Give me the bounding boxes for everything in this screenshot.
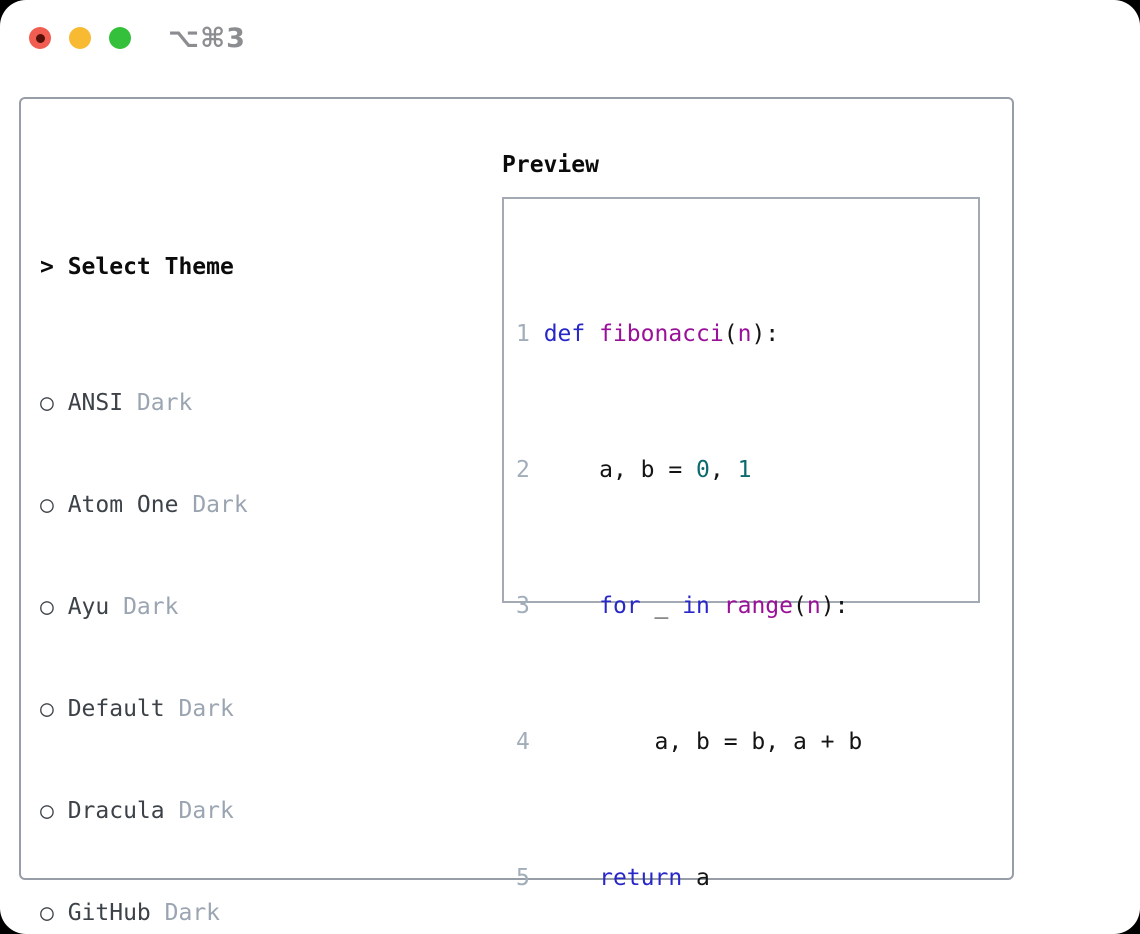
code-token: return xyxy=(599,865,683,891)
code-token: 0 xyxy=(696,457,710,483)
record-dot-icon xyxy=(35,33,45,43)
line-number: 5 xyxy=(516,865,530,891)
theme-option-ansi-dark[interactable]: ○ ANSI Dark xyxy=(40,386,480,420)
code-token: range xyxy=(723,593,793,619)
theme-name: GitHub xyxy=(67,900,151,926)
code-token xyxy=(710,593,724,619)
close-button[interactable] xyxy=(29,27,51,49)
radio-icon: ○ xyxy=(40,900,54,926)
theme-variant: Dark xyxy=(164,900,221,926)
line-number: 1 xyxy=(516,321,530,347)
code-token: for xyxy=(599,593,641,619)
code-line: 3 for _ in range(n): xyxy=(516,589,978,623)
theme-option-github-dark[interactable]: ○ GitHub Dark xyxy=(40,896,480,930)
code-token: ): xyxy=(751,321,780,347)
radio-icon: ○ xyxy=(40,594,54,620)
theme-name: Dracula xyxy=(67,798,165,824)
code-line: 4 a, b = b, a + b xyxy=(516,725,978,759)
code-token: in xyxy=(682,593,710,619)
theme-variant: Dark xyxy=(136,390,193,416)
theme-option-ayu-dark[interactable]: ○ Ayu Dark xyxy=(40,590,480,624)
code-token xyxy=(544,865,599,891)
minimize-button[interactable] xyxy=(69,27,91,49)
preview-title: Preview xyxy=(502,152,599,178)
theme-option-dracula-dark[interactable]: ○ Dracula Dark xyxy=(40,794,480,828)
select-theme-header: > Select Theme xyxy=(40,250,480,284)
radio-icon: ○ xyxy=(40,492,54,518)
radio-icon: ○ xyxy=(40,798,54,824)
code-token: 1 xyxy=(737,457,752,483)
line-number: 2 xyxy=(516,457,530,483)
theme-variant: Dark xyxy=(123,594,179,620)
traffic-lights xyxy=(29,27,131,49)
theme-name: Default xyxy=(67,696,165,722)
code-token: ): xyxy=(820,593,849,619)
theme-variant: Dark xyxy=(192,492,248,518)
code-token: a xyxy=(682,865,710,891)
code-token: n xyxy=(806,593,821,619)
code-token: ( xyxy=(723,321,738,347)
select-theme-title: Select Theme xyxy=(67,254,234,280)
code-token: ( xyxy=(793,593,807,619)
radio-icon: ○ xyxy=(40,696,54,722)
line-number: 3 xyxy=(516,593,530,619)
theme-name: ANSI xyxy=(67,390,124,416)
line-number: 4 xyxy=(516,729,530,755)
theme-variant: Dark xyxy=(178,696,234,722)
code-token: , xyxy=(709,457,738,483)
theme-option-default-dark[interactable]: ○ Default Dark xyxy=(40,692,480,726)
code-token xyxy=(544,593,599,619)
theme-option-atom-one-dark[interactable]: ○ Atom One Dark xyxy=(40,488,480,522)
prompt-icon: > xyxy=(40,254,54,280)
code-line: 1 def fibonacci(n): xyxy=(516,317,978,351)
radio-icon: ○ xyxy=(40,390,54,416)
code-line: 2 a, b = 0, 1 xyxy=(516,453,978,487)
code-token: n xyxy=(737,321,752,347)
theme-name: Ayu xyxy=(67,594,110,620)
window-titlebar: ⌥⌘3 xyxy=(0,0,1140,76)
code-token: def xyxy=(543,321,600,347)
theme-name: Atom One xyxy=(67,492,179,518)
code-token: a, b = xyxy=(543,457,697,483)
window-shortcut-label: ⌥⌘3 xyxy=(168,22,246,54)
code-line: 5 return a xyxy=(516,861,978,895)
code-token: a, b = b, a + b xyxy=(543,729,863,755)
code-token: _ xyxy=(640,593,683,619)
theme-variant: Dark xyxy=(178,798,234,824)
code-token: fibonacci xyxy=(599,321,724,347)
maximize-button[interactable] xyxy=(109,27,131,49)
